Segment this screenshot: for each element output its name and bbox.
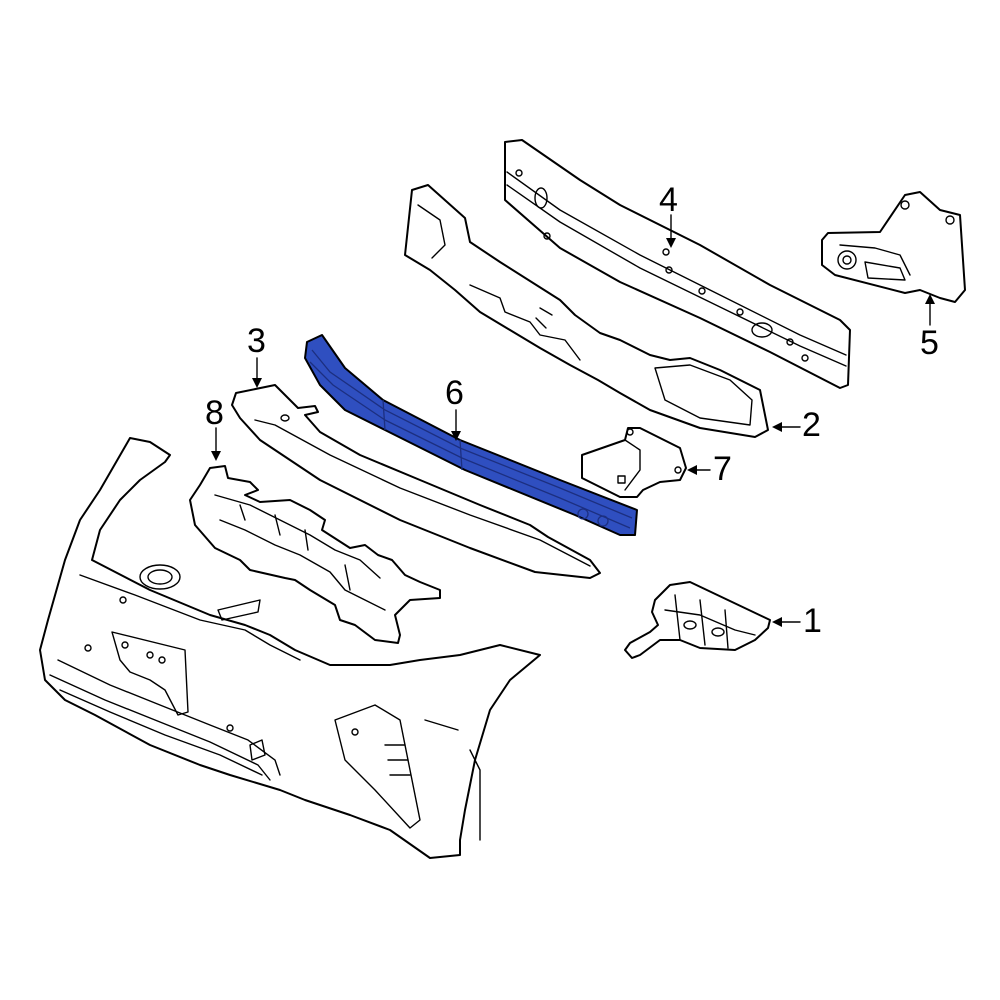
part-8-lower-absorber[interactable]: [189, 465, 441, 644]
part-2-energy-absorber[interactable]: [404, 184, 769, 438]
callout-arrows: [211, 214, 935, 627]
callout-7[interactable]: 7: [713, 450, 732, 488]
part-6-reinforcement-beam[interactable]: [304, 334, 638, 536]
callout-1[interactable]: 1: [803, 602, 822, 640]
part-3-lower-panel[interactable]: [231, 384, 601, 579]
callout-8[interactable]: 8: [205, 394, 224, 432]
part-4-reinforcement-bar[interactable]: [504, 139, 851, 389]
callout-2[interactable]: 2: [802, 406, 821, 444]
part-7-side-bracket[interactable]: [581, 427, 687, 498]
callout-6[interactable]: 6: [445, 374, 464, 412]
callout-4[interactable]: 4: [659, 181, 678, 219]
bumper-cover[interactable]: [39, 437, 541, 859]
part-5-mounting-bracket[interactable]: [821, 191, 966, 303]
callout-5[interactable]: 5: [920, 324, 939, 362]
part-1-lower-bracket[interactable]: [624, 581, 771, 659]
callout-3[interactable]: 3: [247, 322, 266, 360]
